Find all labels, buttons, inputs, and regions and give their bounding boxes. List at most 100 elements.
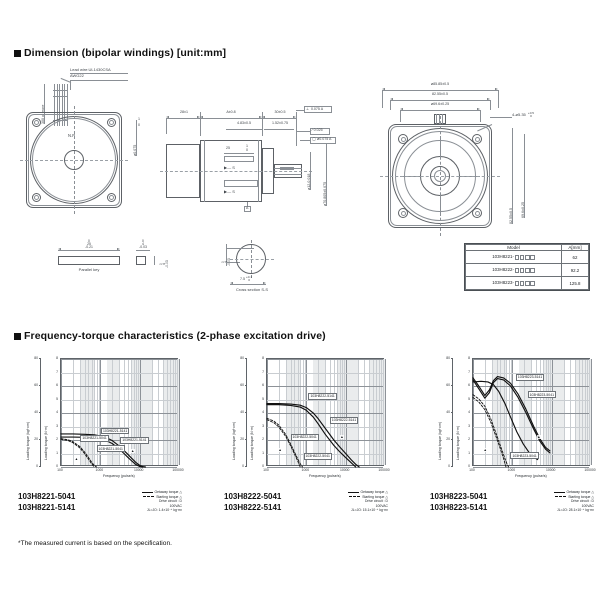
y-tick-label-nm: 2	[262, 437, 264, 441]
gridline-horizontal	[61, 359, 177, 360]
legend-drive-circuit: Drive circuit : D	[571, 499, 594, 504]
curve-pullout	[266, 402, 360, 468]
table-row: 103H8222-92.2	[465, 263, 590, 277]
y-tick-label-nm: 3	[56, 423, 58, 428]
curve-pullout	[266, 404, 357, 468]
section-heading-dimension: Dimension (bipolar windings) [unit:mm]	[14, 47, 226, 59]
legend-label-pullout: Getaway torque △	[154, 490, 183, 494]
gridline-vertical	[325, 359, 327, 465]
y-tick-label-kgf: 40	[34, 410, 38, 414]
gridline-horizontal	[473, 426, 589, 428]
gridline-vertical	[167, 359, 169, 465]
gridline-vertical	[61, 359, 62, 465]
gridline-vertical	[473, 359, 474, 465]
gridline-vertical	[172, 359, 174, 465]
gridline-vertical	[381, 359, 383, 465]
y-tick-label-kgf: 0	[242, 464, 244, 468]
dim-right-v2: 69.6±0.25	[521, 202, 525, 218]
y-tick-label-nm: 6	[468, 383, 470, 387]
gridline-vertical	[306, 359, 308, 465]
gridline-vertical	[341, 359, 343, 465]
y-axis-title-nm: Loading torque (N·m)	[250, 425, 254, 460]
motor-front-face	[380, 114, 500, 236]
dimension-drawing: Lead wire:UL1430CSA AWG22 300 or more	[0, 58, 600, 313]
dim-flange-square: 82.55±0.5	[432, 92, 448, 96]
legend-row-starting: Starting torque △	[104, 495, 182, 500]
legend-solid-line-icon	[347, 491, 359, 494]
gridline-vertical	[100, 359, 102, 465]
gridline-vertical	[170, 359, 172, 465]
y-tick-label-nm: 2	[468, 437, 470, 441]
parallel-key-caption: Parallel key	[78, 267, 100, 272]
gridline-horizontal	[473, 386, 589, 387]
y-tick-mark	[39, 439, 41, 440]
gridline-vertical	[484, 359, 486, 465]
gridline-vertical	[570, 359, 572, 465]
gridline-horizontal	[267, 426, 383, 428]
dim-28: 28±1	[180, 110, 188, 114]
x-tick-label: 100000	[172, 468, 184, 472]
dim-left-h2: 0	[138, 123, 140, 127]
gridline-vertical	[524, 359, 526, 465]
gridline-horizontal	[61, 413, 177, 414]
gridline-vertical	[531, 359, 533, 465]
legend-inertia: JL=JO: 28.1×10⁻⁴ kg·m²	[557, 508, 594, 513]
model-code: 103H8221-	[492, 254, 514, 260]
gridline-horizontal	[473, 372, 589, 374]
section-mark-s-top: ▶— S	[224, 165, 235, 170]
curve-starting	[266, 419, 301, 468]
gridline-vertical	[539, 359, 541, 465]
legend-voltage: 100VAC	[375, 503, 388, 508]
gridline-vertical	[139, 359, 141, 465]
y-axis-title-kgf: Loading torque (kgf·cm)	[26, 421, 30, 460]
y-tick-label-kgf: 60	[34, 383, 38, 387]
model-suffix-boxes	[514, 268, 535, 273]
gridline-vertical	[575, 359, 577, 465]
gridline-vertical	[304, 359, 306, 465]
y-tick-label-kgf: 60	[446, 383, 450, 387]
y-tick-label-kgf: 80	[240, 356, 244, 360]
gridline-horizontal	[473, 399, 589, 401]
y-tick-label-nm: 5	[468, 396, 470, 401]
y-tick-label-kgf: 0	[36, 464, 38, 468]
gridline-vertical	[333, 359, 335, 465]
gridline-vertical	[330, 359, 331, 465]
legend-voltage: 100VAC	[581, 503, 594, 508]
curve-starting	[472, 394, 509, 468]
gridline-horizontal	[61, 440, 177, 441]
gridline-vertical	[300, 359, 302, 465]
chart-model-label: 103H8222-5041	[224, 492, 282, 501]
gridline-vertical	[589, 359, 591, 465]
gridline-horizontal	[473, 467, 589, 468]
y-tick-mark	[245, 385, 247, 386]
y-tick-label-nm: 8	[468, 356, 470, 360]
gridline-vertical	[591, 359, 592, 465]
curve-annotation: ▲	[482, 448, 488, 453]
gridline-vertical	[376, 359, 378, 465]
curve-annotation: 103H8223-5041	[527, 391, 556, 399]
gridline-horizontal	[267, 399, 383, 401]
y-axis-title-nm: Loading torque (N·m)	[456, 425, 460, 460]
gridline-vertical	[84, 359, 86, 465]
legend-row-pullout: Getaway torque △	[516, 490, 594, 495]
legend-dashed-line-icon	[349, 496, 361, 498]
gridline-vertical	[496, 359, 498, 465]
y-tick-label-nm: 1	[468, 450, 470, 455]
chart-legend: Getaway torque △Starting torque △Drive c…	[104, 490, 182, 513]
y-tick-label-nm: 4	[262, 410, 264, 414]
cell-a-value: 62	[560, 250, 590, 264]
legend-solid-line-icon	[553, 491, 565, 494]
y-tick-label-nm: 5	[262, 396, 264, 401]
gridline-horizontal	[267, 386, 383, 387]
gridline-vertical	[343, 359, 345, 465]
y-tick-label-nm: 1	[262, 450, 264, 455]
gridline-horizontal	[267, 372, 383, 374]
gdt-runout1: ∕ 0.025	[312, 128, 323, 133]
gridline-vertical	[551, 359, 553, 465]
dim-cs-width: 7.5 +0.1 0	[240, 275, 253, 282]
curve-annotation: 103H8221-5041	[96, 445, 125, 453]
gridline-horizontal	[267, 359, 383, 360]
